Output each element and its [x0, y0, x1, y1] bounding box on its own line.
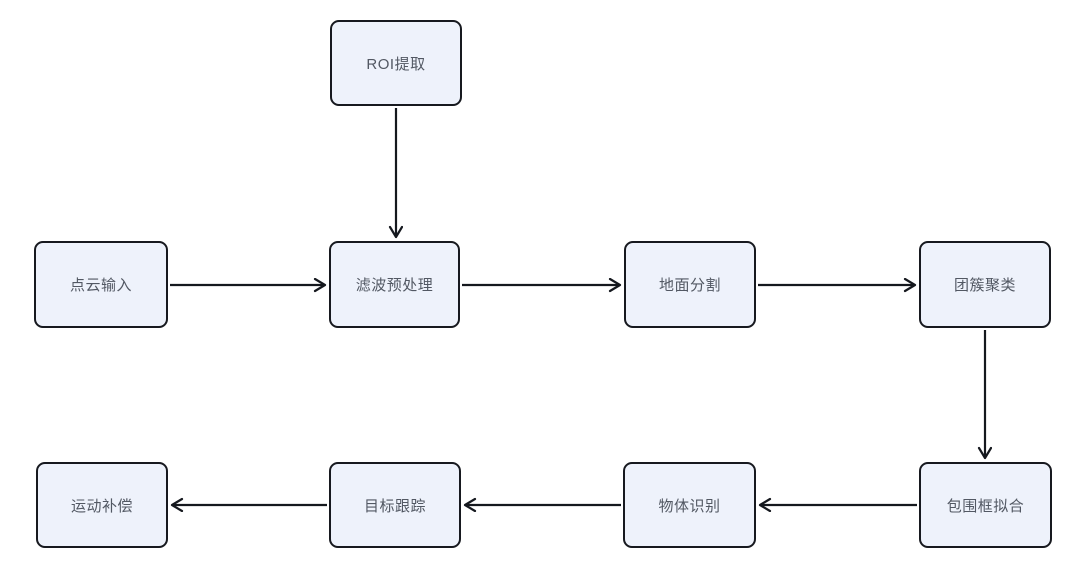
node-label: 运动补偿 [70, 497, 133, 515]
node-label: ROI提取 [366, 55, 426, 73]
node-target-tracking: 目标跟踪 [329, 462, 461, 548]
node-label: 物体识别 [658, 497, 721, 515]
node-filter-preprocessing: 滤波预处理 [329, 241, 460, 328]
node-label: 目标跟踪 [363, 497, 426, 515]
node-roi-extraction: ROI提取 [330, 20, 462, 106]
node-cluster-grouping: 团簇聚类 [919, 241, 1051, 328]
node-label: 包围框拟合 [946, 497, 1025, 515]
node-ground-segmentation: 地面分割 [624, 241, 756, 328]
node-label: 地面分割 [658, 277, 721, 294]
node-bounding-box-fitting: 包围框拟合 [919, 462, 1052, 548]
node-point-cloud-input: 点云输入 [34, 241, 168, 328]
node-label: 点云输入 [69, 277, 132, 294]
node-object-recognition: 物体识别 [623, 462, 756, 548]
node-label: 滤波预处理 [355, 277, 434, 294]
node-label: 团簇聚类 [953, 277, 1016, 294]
node-motion-compensation: 运动补偿 [36, 462, 168, 548]
